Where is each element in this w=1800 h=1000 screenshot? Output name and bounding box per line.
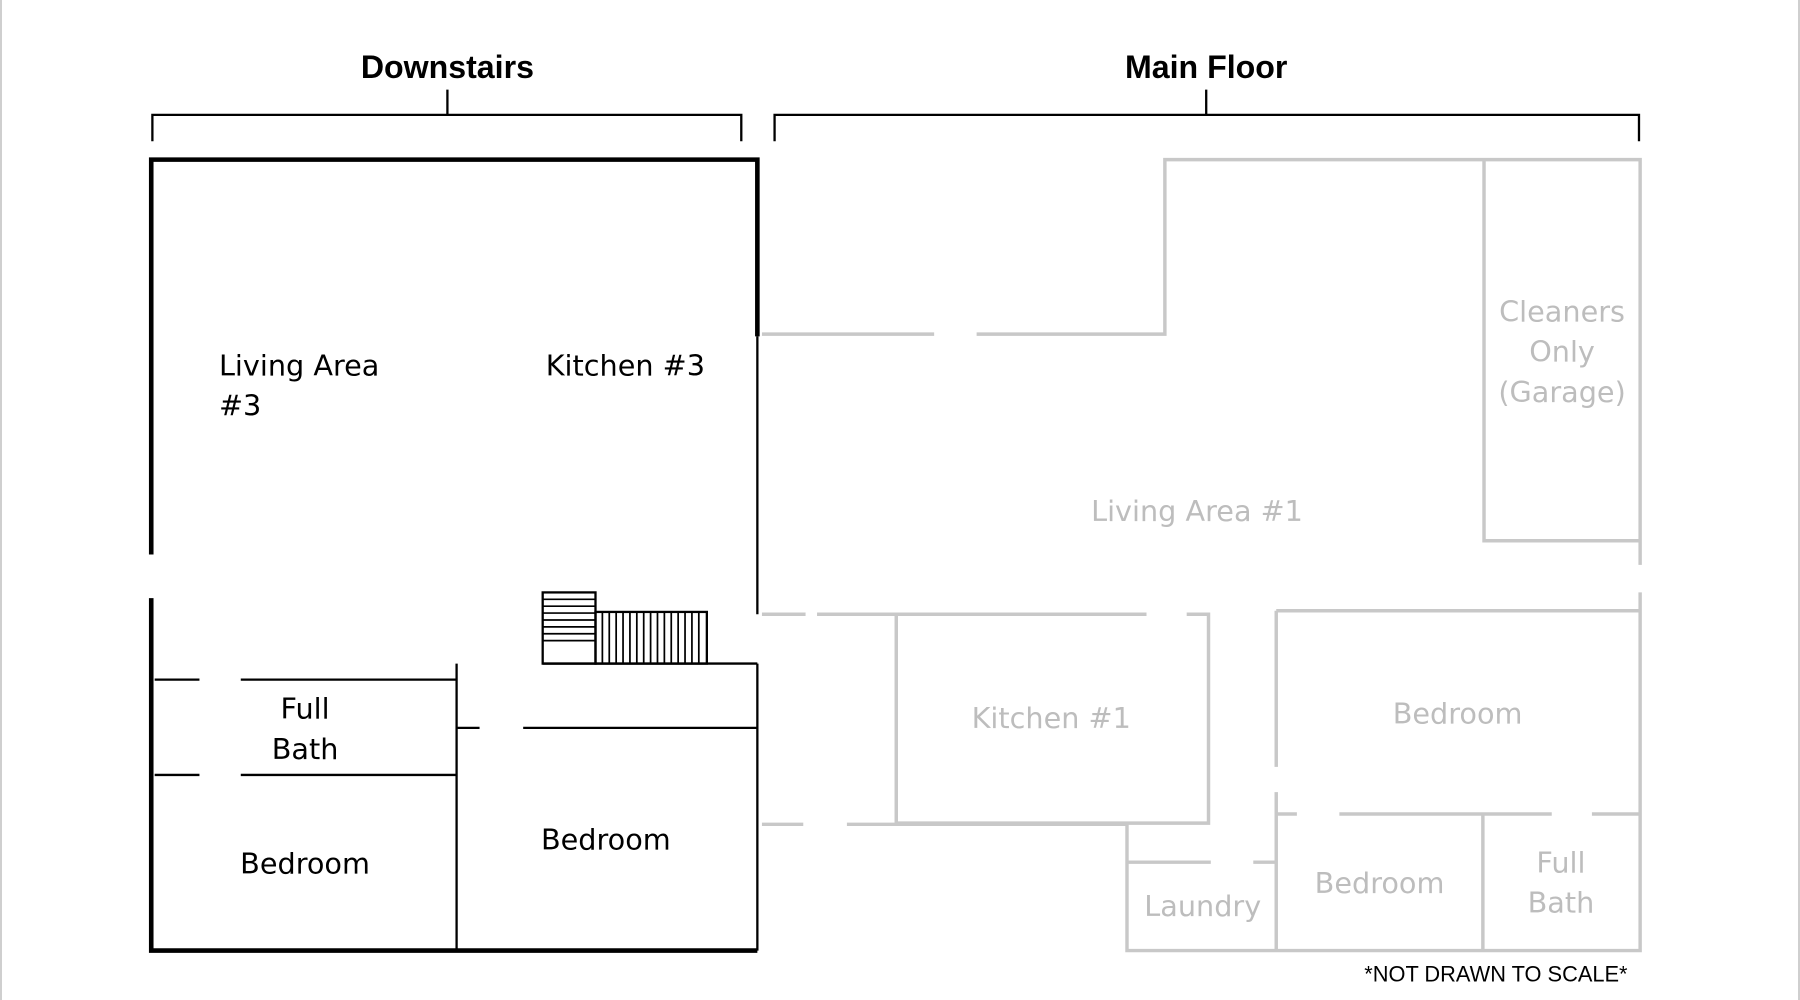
living-area-3-label-line2: #3: [219, 389, 261, 423]
main-floor-bracket: [773, 89, 1641, 142]
laundry-label: Laundry: [1144, 889, 1261, 923]
living-area-1-label: Living Area #1: [1091, 494, 1303, 528]
scale-note: *NOT DRAWN TO SCALE*: [1364, 962, 1628, 987]
main-full-bath-label-line2: Bath: [1528, 886, 1595, 920]
stairs-icon: [541, 591, 708, 665]
downstairs-bracket: [151, 89, 743, 142]
full-bath-label: Full: [281, 692, 330, 726]
downstairs-walls: [148, 157, 760, 953]
kitchen-3-label: Kitchen #3: [546, 348, 705, 382]
bedroom-right-label: Bedroom: [541, 823, 671, 857]
full-bath-label-line2: Bath: [272, 732, 339, 766]
downstairs-heading: Downstairs: [361, 49, 534, 85]
main-floor-walls: [761, 157, 1642, 953]
main-full-bath-label: Full: [1536, 846, 1585, 880]
garage-label: Cleaners: [1499, 294, 1625, 328]
bedroom-large-label: Bedroom: [1393, 696, 1523, 730]
garage-label-line2: Only: [1529, 335, 1595, 369]
main-floor-heading: Main Floor: [1125, 49, 1288, 85]
bedroom-left-label: Bedroom: [240, 847, 370, 881]
living-area-3-label: Living Area: [219, 348, 379, 382]
garage-label-line3: (Garage): [1498, 375, 1625, 409]
bedroom-small-label: Bedroom: [1315, 866, 1445, 900]
kitchen-1-label: Kitchen #1: [972, 701, 1131, 735]
